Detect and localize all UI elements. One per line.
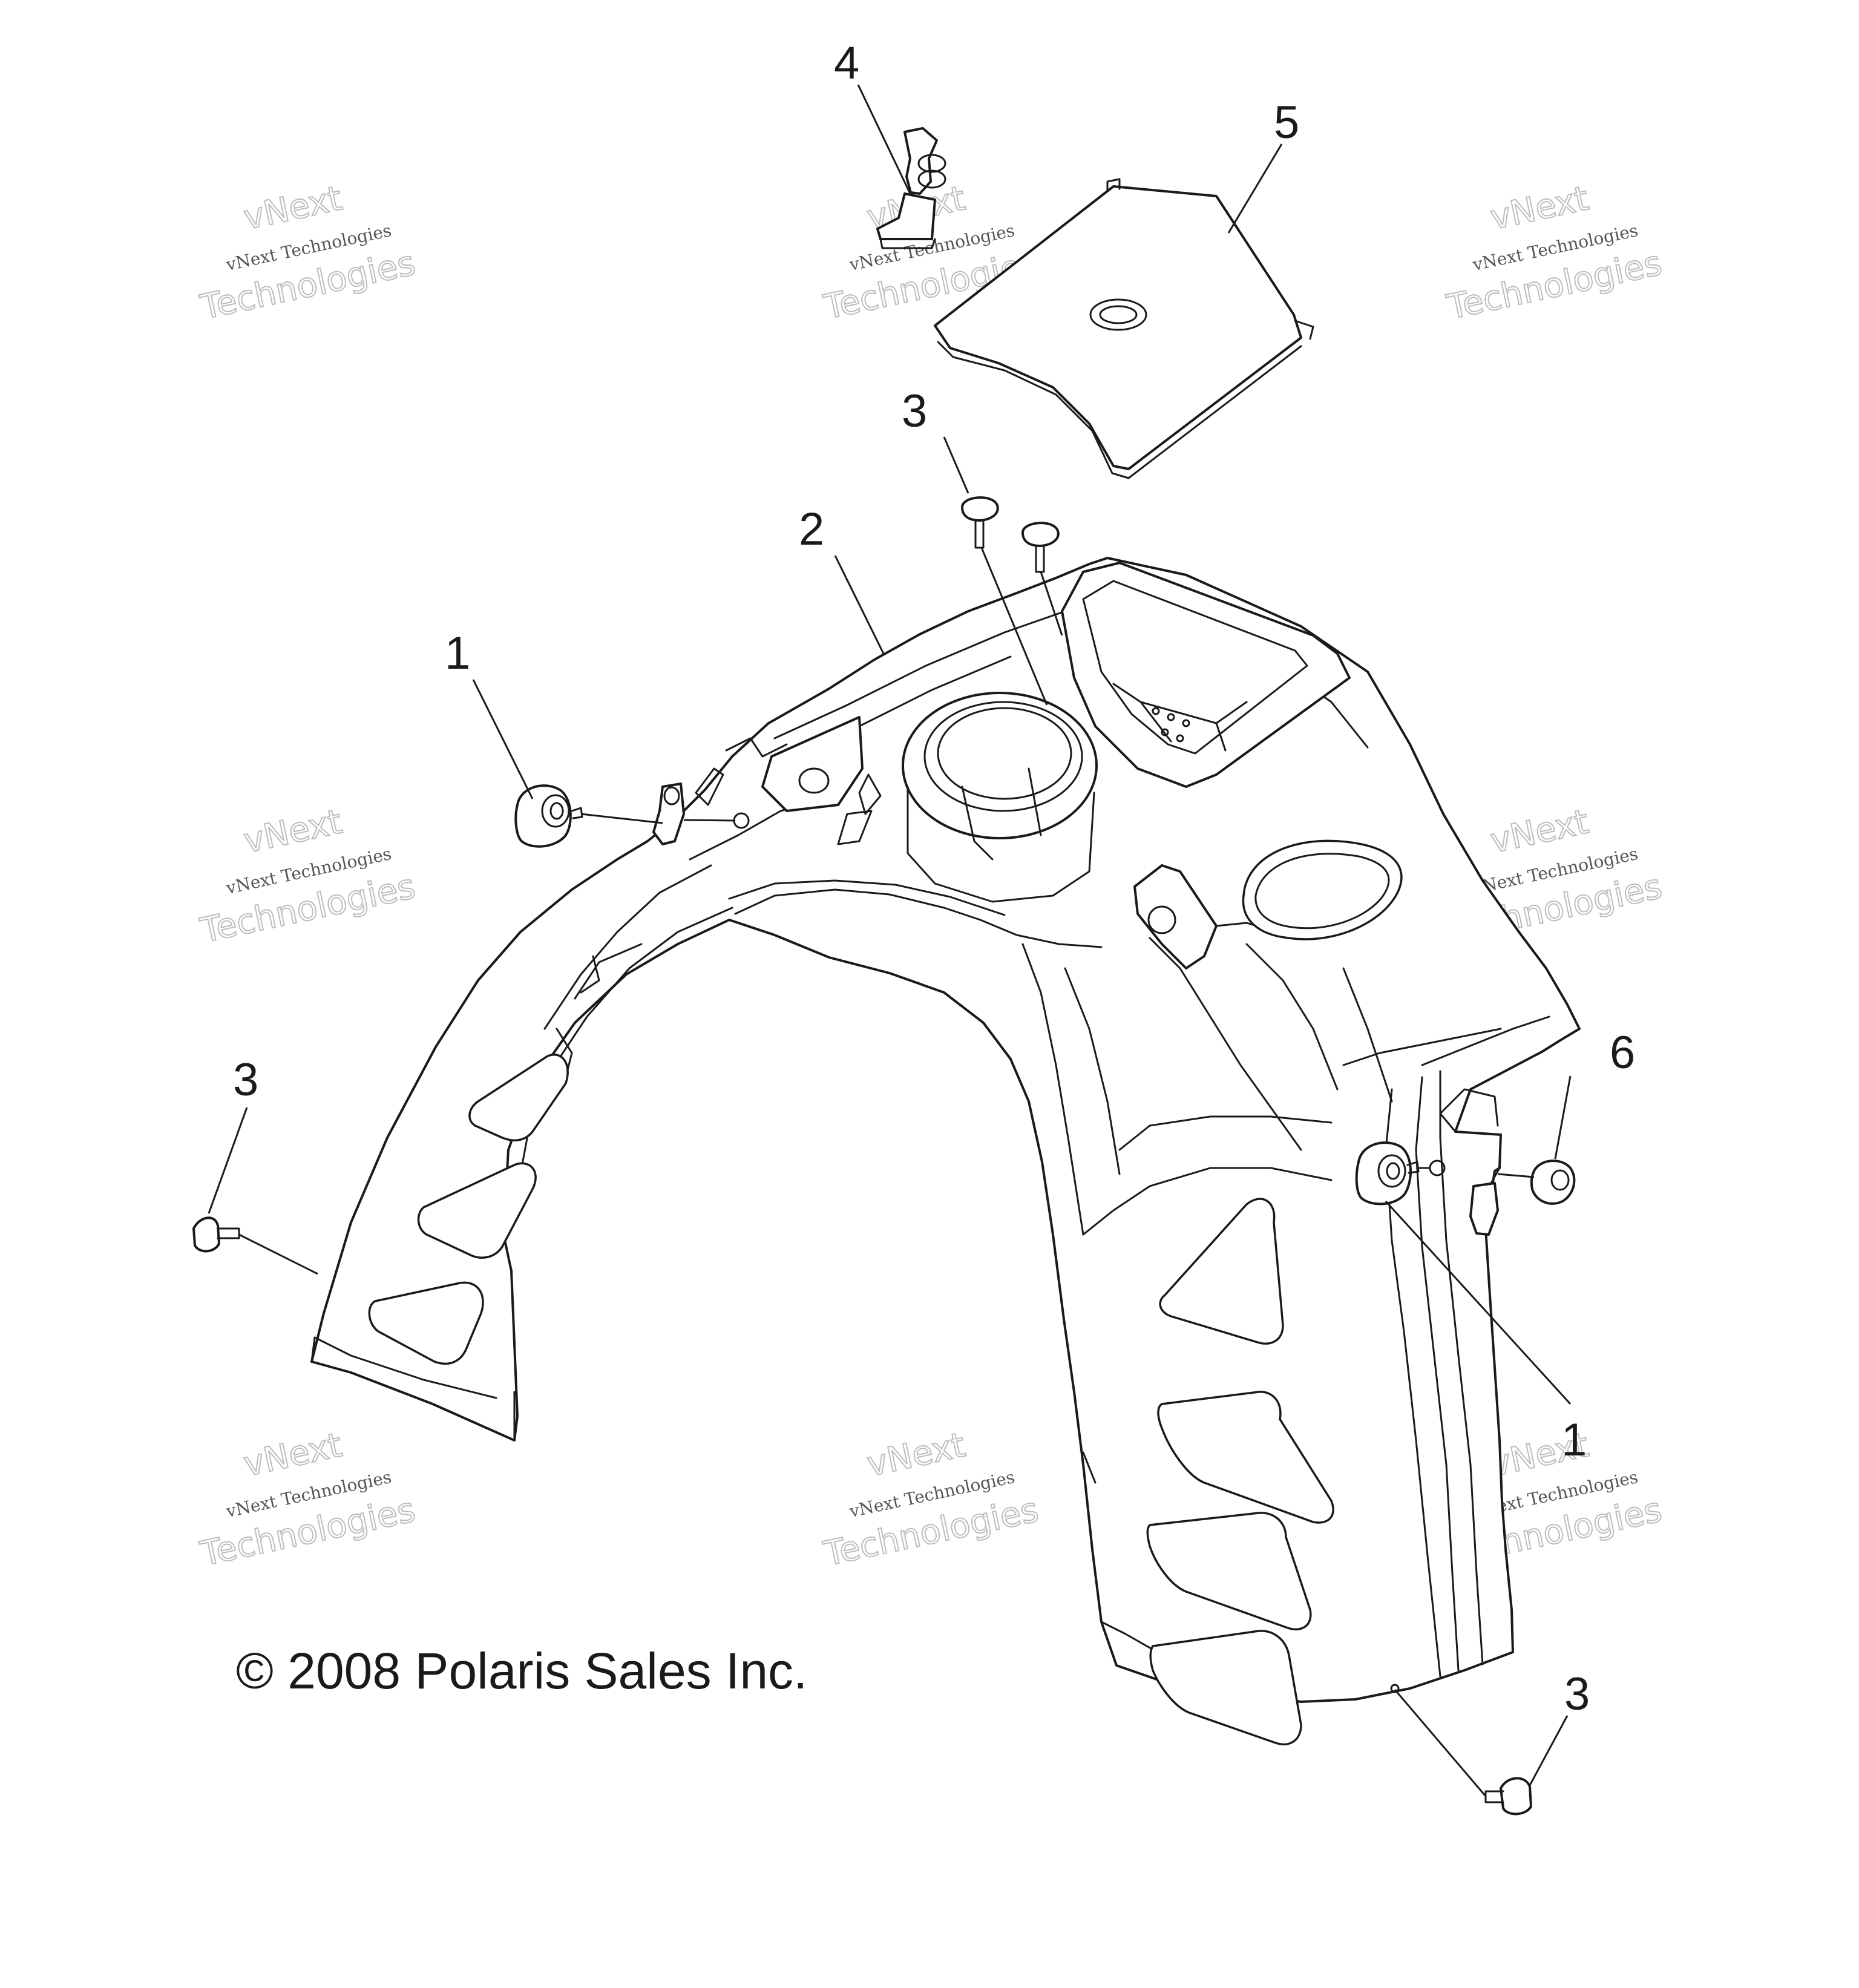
callout-4: 4	[834, 38, 859, 89]
leader-lines	[208, 84, 1572, 1797]
callout-6: 6	[1610, 1027, 1635, 1078]
callout-3-bottom: 3	[1564, 1668, 1590, 1720]
leader-6-h	[1497, 1173, 1535, 1178]
callout-3-left: 3	[233, 1054, 258, 1106]
part-4-latch	[876, 127, 946, 249]
watermark-line1: vNext	[240, 802, 346, 861]
part-3-screw-left	[192, 1216, 240, 1253]
leader-6	[1554, 1075, 1572, 1160]
part-2-fender-console	[310, 557, 1581, 1746]
callout-1-left: 1	[445, 628, 470, 679]
vent	[417, 1162, 537, 1259]
leader-4	[857, 84, 912, 195]
watermark-mid-left: vNext vNext Technologies Technologies	[196, 801, 419, 951]
vent	[1146, 1512, 1312, 1631]
part-6-nut	[1530, 1160, 1576, 1205]
part-3-screw-top-b	[1021, 522, 1060, 573]
leader-1-left	[472, 679, 534, 799]
callout-5: 5	[1274, 97, 1299, 148]
vent	[1159, 1198, 1284, 1345]
callout-3-top: 3	[902, 385, 927, 437]
leader-5	[1227, 143, 1283, 234]
part-5-lid	[934, 178, 1314, 479]
watermark-top-left: vNext vNext Technologies Technologies	[196, 178, 419, 328]
callout-1-right: 1	[1561, 1414, 1587, 1466]
part-1-grommet-left	[514, 782, 750, 848]
callout-2: 2	[799, 504, 824, 555]
leader-1-left-h	[580, 813, 663, 824]
watermark-line1: vNext	[1487, 802, 1592, 861]
watermark-line1: vNext	[240, 1425, 346, 1484]
leader-3-bottom	[1394, 1689, 1487, 1797]
vent	[468, 1054, 569, 1142]
part-3-screw-bottom	[1484, 1777, 1532, 1816]
leader-3-top-a-down	[980, 547, 1048, 706]
leader-1-right	[1385, 1200, 1572, 1405]
watermark-top-right: vNext vNext Technologies Technologies	[1443, 178, 1665, 328]
watermark-line1: vNext	[864, 1425, 969, 1484]
leader-1-left-h2	[683, 819, 736, 822]
leader-2	[834, 555, 885, 654]
part-3-screw-top-a	[961, 496, 999, 549]
part-1-grommet-right	[1355, 1141, 1499, 1236]
watermark-bottom-left: vNext vNext Technologies Technologies	[196, 1425, 419, 1575]
leader-3-left	[208, 1107, 248, 1214]
watermark-line1: vNext	[1487, 179, 1592, 238]
leader-3-left-h	[238, 1233, 318, 1275]
leader-3-top	[943, 436, 969, 494]
vent	[1157, 1391, 1334, 1524]
watermark-bottom-center: vNext vNext Technologies Technologies	[819, 1425, 1042, 1575]
watermark-line1: vNext	[240, 179, 346, 238]
copyright-text: © 2008 Polaris Sales Inc.	[236, 1642, 807, 1699]
vent	[1149, 1630, 1302, 1746]
leader-3-bottom-up	[1529, 1715, 1569, 1786]
vent	[368, 1281, 484, 1365]
leader-3-top-b-down	[1040, 571, 1063, 636]
